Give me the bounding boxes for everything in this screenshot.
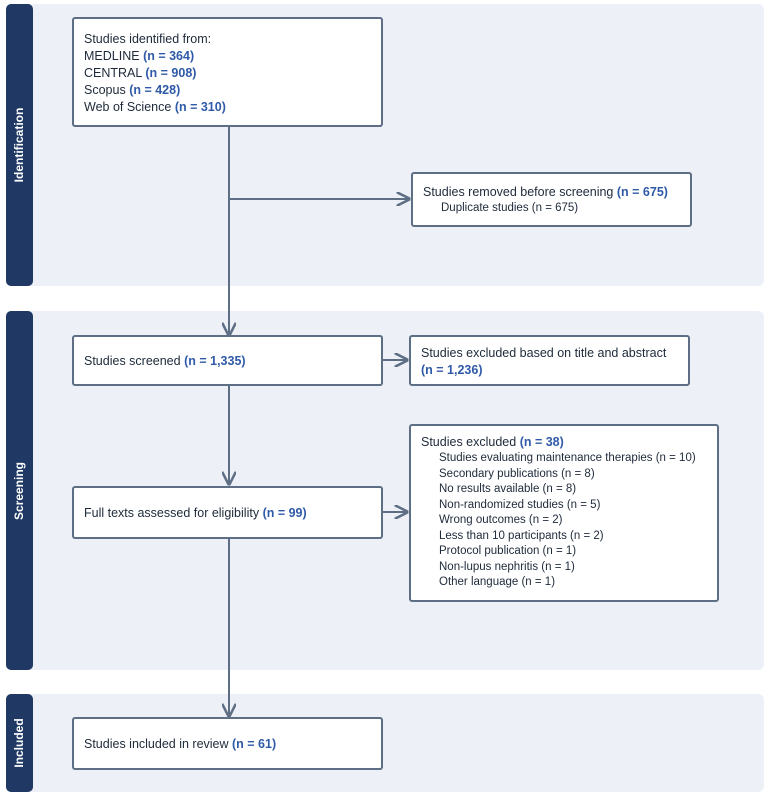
excluded-box: Studies excluded (n = 38) Studies evalua… <box>409 424 719 602</box>
identified-title: Studies identified from: <box>84 32 212 46</box>
removed-box: Studies removed before screening (n = 67… <box>411 172 692 227</box>
source-medline: MEDLINE (n = 364) <box>84 49 195 63</box>
excluded-title-abstract-box: Studies excluded based on title and abst… <box>409 335 690 386</box>
removed-detail: Duplicate studies (n = 675) <box>441 202 579 214</box>
exclusion-reason: Wrong outcomes (n = 2) <box>439 514 563 526</box>
included-text: Studies included in review (n = 61) <box>84 737 277 751</box>
source-central: CENTRAL (n = 908) <box>84 66 197 80</box>
removed-title: Studies removed before screening (n = 67… <box>423 185 668 199</box>
screened-text: Studies screened (n = 1,335) <box>84 354 246 368</box>
exclusion-reason: Non-randomized studies (n = 5) <box>439 498 601 511</box>
exclusion-reason: Secondary publications (n = 8) <box>439 467 595 480</box>
included-bar <box>6 694 33 792</box>
source-scopus: Scopus (n = 428) <box>84 83 181 97</box>
excluded-title-abstract-count: (n = 1,236) <box>421 363 483 377</box>
screening-bar <box>6 311 33 670</box>
excluded-title: Studies excluded (n = 38) <box>421 435 564 449</box>
source-web-of-science: Web of Science (n = 310) <box>84 100 226 114</box>
exclusion-reason: Less than 10 participants (n = 2) <box>439 529 604 542</box>
identification-bar <box>6 4 33 286</box>
excluded-title-abstract-title: Studies excluded based on title and abst… <box>421 346 667 360</box>
full-text-box: Full texts assessed for eligibility (n =… <box>72 486 383 539</box>
exclusion-reason: Protocol publication (n = 1) <box>439 545 577 557</box>
exclusion-reason: No results available (n = 8) <box>439 483 577 495</box>
identified-box: Studies identified from: MEDLINE (n = 36… <box>72 17 383 127</box>
exclusion-reason: Studies evaluating maintenance therapies… <box>439 452 696 464</box>
screened-box: Studies screened (n = 1,335) <box>72 335 383 386</box>
exclusion-reason: Non-lupus nephritis (n = 1) <box>439 560 575 573</box>
full-text-text: Full texts assessed for eligibility (n =… <box>84 506 307 520</box>
included-box: Studies included in review (n = 61) <box>72 717 383 770</box>
exclusion-reason: Other language (n = 1) <box>439 576 556 588</box>
